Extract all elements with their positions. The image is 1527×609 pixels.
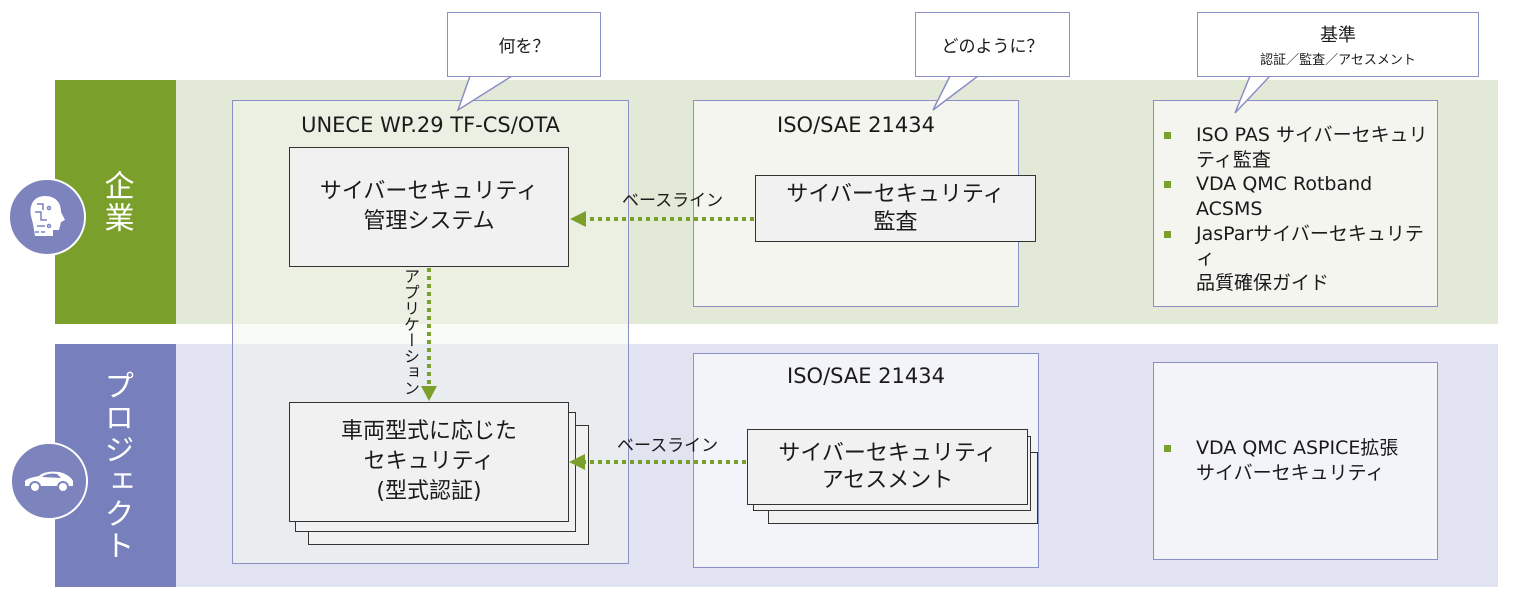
ai-head-icon <box>8 178 86 256</box>
callout-what: 何を？ <box>447 12 601 77</box>
standard-item: VDA QMC ASPICE拡張サイバーセキュリティ <box>1154 436 1437 485</box>
callout-criteria-title: 基準 <box>1320 25 1356 46</box>
project-label: プロジェクト <box>98 369 134 562</box>
vehicle-security-box[interactable]: 車両型式に応じた セキュリティ (型式認証) <box>289 402 569 522</box>
unece-title: UNECE WP.29 TF-CS/OTA <box>301 113 560 137</box>
callout-criteria: 基準 認証／監査／アセスメント <box>1197 12 1479 77</box>
callout-criteria-subtitle: 認証／監査／アセスメント <box>1260 53 1416 68</box>
vehicle-line-3: (型式認証) <box>376 478 482 504</box>
audit-line-1: サイバーセキュリティ <box>786 182 1005 207</box>
iso-project-title: ISO/SAE 21434 <box>787 364 945 388</box>
csms-line-2: 管理システム <box>363 209 495 234</box>
assessment-line-1: サイバーセキュリティ <box>778 440 997 466</box>
application-label: アプリケーション <box>401 268 420 396</box>
callout-how: どのように？ <box>915 12 1070 77</box>
bullet-square-icon <box>1164 445 1171 453</box>
standards-project-panel: VDA QMC ASPICE拡張サイバーセキュリティ <box>1153 362 1438 560</box>
bullet-square-icon <box>1164 181 1171 189</box>
iso-enterprise-title: ISO/SAE 21434 <box>777 113 935 137</box>
assessment-line-2: アセスメント <box>821 468 954 493</box>
enterprise-label: 企業 <box>98 170 134 234</box>
bullet-square-icon <box>1164 230 1171 238</box>
csms-box[interactable]: サイバーセキュリティ 管理システム <box>289 147 569 267</box>
csms-line-1: サイバーセキュリティ <box>319 179 539 205</box>
standard-item: ISO PAS サイバーセキュリティ監査 <box>1154 123 1437 172</box>
audit-box[interactable]: サイバーセキュリティ 監査 <box>755 175 1036 242</box>
car-icon <box>10 442 88 520</box>
callout-what-text: 何を？ <box>498 37 550 57</box>
bullet-square-icon <box>1164 132 1171 139</box>
callout-how-text: どのように？ <box>941 37 1044 57</box>
baseline-label-enterprise: ベースライン <box>622 191 724 211</box>
baseline-label-project: ベースライン <box>617 436 719 456</box>
audit-line-2: 監査 <box>873 209 918 235</box>
vehicle-line-1: 車両型式に応じた <box>340 419 517 445</box>
assessment-box[interactable]: サイバーセキュリティ アセスメント <box>747 429 1028 505</box>
vehicle-line-2: セキュリティ <box>363 449 495 475</box>
standards-project-list: VDA QMC ASPICE拡張サイバーセキュリティ <box>1154 436 1437 485</box>
standard-item: JasParサイバーセキュリティ品質確保ガイド <box>1154 222 1437 296</box>
